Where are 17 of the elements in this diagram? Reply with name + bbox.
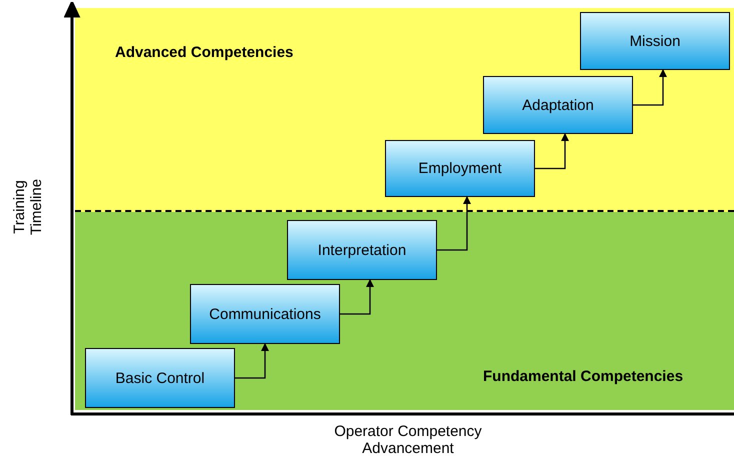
zone-band (75, 8, 734, 212)
step-box: Interpretation (287, 220, 437, 280)
elbow-arrow (340, 279, 374, 315)
zone-heading: Advanced Competencies (115, 44, 294, 61)
elbow-arrow (535, 133, 569, 170)
step-box: Basic Control (85, 348, 235, 408)
axis-title: Training Timeline (11, 178, 45, 238)
elbow-arrow (437, 196, 471, 251)
elbow-arrow (235, 343, 269, 379)
elbow-arrow (633, 69, 667, 106)
zone-band (75, 212, 734, 410)
step-box: Employment (385, 140, 535, 197)
step-box: Communications (190, 284, 340, 344)
step-box: Mission (580, 12, 730, 70)
zone-heading: Fundamental Competencies (483, 368, 684, 385)
step-box: Adaptation (483, 76, 633, 134)
axis-title: Operator Competency Advancement (333, 423, 483, 457)
